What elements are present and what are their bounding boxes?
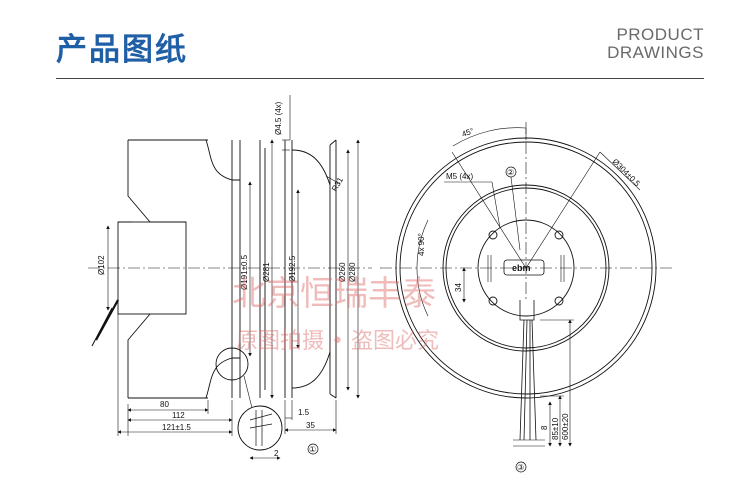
dim-d280-text: Ø280 xyxy=(348,262,357,282)
dim-8-text: 8 xyxy=(540,425,549,430)
dim-4x90-text: 4x 90° xyxy=(417,233,426,256)
dim-d191-text: Ø191±0.5 xyxy=(240,254,249,290)
subtitle-line-1: PRODUCT xyxy=(616,25,704,44)
brand-logo-text: ebm xyxy=(512,263,531,273)
header-divider xyxy=(56,78,704,79)
callout-1: ① xyxy=(309,445,316,454)
dim-m5-text: M5 (4x) xyxy=(446,172,473,181)
dim-600-text: 600±20 xyxy=(561,413,570,440)
page-subtitle: PRODUCT DRAWINGS xyxy=(607,26,704,62)
callout-2: ② xyxy=(507,168,514,177)
motor-face xyxy=(477,219,575,317)
front-view xyxy=(380,122,672,473)
dim-35-text: 35 xyxy=(306,421,315,430)
callout-3: ③ xyxy=(517,463,524,472)
mount-hole-4 xyxy=(554,296,564,306)
dim-1-5-text: 1.5 xyxy=(298,408,310,417)
dim-r31-text: R31 xyxy=(330,175,345,193)
side-view xyxy=(88,95,372,460)
dim-85-text: 85±10 xyxy=(551,417,560,440)
angle-45-text: 45° xyxy=(461,126,475,139)
dim-d281-text: Ø281 xyxy=(262,262,271,282)
dim-d260-text: Ø260 xyxy=(338,262,347,282)
dim-2-text: 2 xyxy=(274,449,279,458)
dim-d192-text: Ø192.5 xyxy=(288,255,297,282)
dim-121-text: 121±1.5 xyxy=(162,423,191,432)
dim-34-text: 34 xyxy=(454,283,463,292)
mount-hole-1 xyxy=(488,230,498,240)
subtitle-line-2: DRAWINGS xyxy=(607,43,704,62)
dim-d304-text: Ø304±0.5 xyxy=(611,157,643,189)
mount-hole-2 xyxy=(554,230,564,240)
watermark-line-1: 北京恒瑞丰泰 xyxy=(232,274,436,314)
watermark-line-2: 原图拍摄 • 盗图必究 xyxy=(236,329,439,354)
dim-d102-text: Ø102 xyxy=(97,255,106,275)
dim-112-text: 112 xyxy=(172,411,185,420)
page-title: 产品图纸 xyxy=(56,32,188,68)
dim-hole-text: Ø4.5 (4x) xyxy=(274,101,283,135)
dim-80-text: 80 xyxy=(160,400,169,409)
mount-hole-3 xyxy=(488,296,498,306)
